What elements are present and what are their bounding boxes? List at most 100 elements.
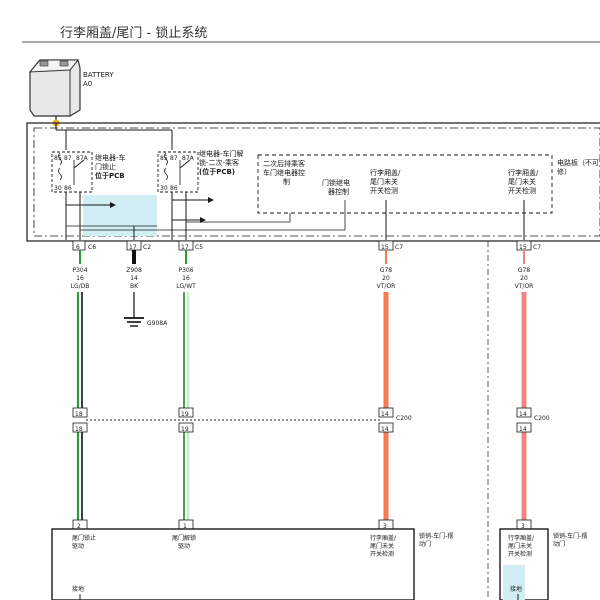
inline-pin (72, 407, 88, 418)
control-label: 尾门未关 (508, 177, 536, 186)
highlight-region (503, 565, 525, 600)
wire-gauge: 20 (382, 275, 390, 282)
control-label: 器控制 (328, 187, 349, 196)
ground-text: 接地 (72, 585, 84, 593)
component-pin-number: 2 (77, 523, 81, 530)
ground-icon (124, 317, 144, 327)
battery-icon (28, 59, 81, 117)
ground-text: 接地 (510, 585, 522, 593)
component-name: 动门 (419, 540, 431, 548)
component-pin-number: 3 (383, 523, 387, 530)
wire-circuit: P306 (178, 267, 193, 274)
connector-pin-number: 15 (381, 244, 389, 251)
relay2-pin: 87 (170, 155, 178, 162)
connector-id: C6 (88, 244, 96, 251)
control-label: 二次后排乘客 (263, 159, 305, 168)
component-function: 行李厢盖/ (370, 534, 397, 542)
component-function: 尾门未关 (370, 542, 394, 550)
board-label: 电路板（不可 (557, 158, 599, 167)
wire-gauge: 16 (76, 275, 84, 282)
relay1-pin: 86 (64, 185, 72, 192)
component-name: 锁销-车门-摆 (553, 532, 587, 540)
inline-pin (516, 407, 532, 418)
connector-id: C5 (195, 244, 203, 251)
arrow-icon (200, 217, 206, 223)
wire-gauge: 14 (130, 275, 138, 282)
inline-pin-number: 14 (519, 411, 527, 418)
tailgate-lock-component (51, 528, 415, 600)
relay1-pin: 87 (64, 155, 72, 162)
highlight-region (83, 195, 157, 236)
inline-pin (178, 407, 194, 418)
relay2-label: (位于PCB) (199, 167, 235, 176)
component-function: 驱动 (72, 543, 84, 550)
component-function: 开关检测 (370, 550, 394, 558)
connector-id: C7 (533, 244, 541, 251)
component-function: 行李厢盖/ (508, 534, 535, 542)
control-label: 开关检测 (370, 186, 398, 195)
inline-pin (178, 422, 194, 433)
wire-circuit: P304 (72, 267, 87, 274)
relay2-label: 锁-二次-乘客 (199, 158, 239, 167)
control-box (257, 154, 553, 214)
component-function: 开关检测 (508, 550, 532, 558)
relay1-label: 位于PCB (95, 171, 125, 180)
battery-code: A0 (83, 80, 92, 88)
component-pin-number: 3 (521, 523, 525, 530)
module-frame (26, 122, 600, 242)
connector-pin-number: 15 (519, 244, 527, 251)
connector-id: C7 (395, 244, 403, 251)
wire-circuit: G78 (380, 267, 392, 274)
wire-gauge: 20 (520, 275, 528, 282)
connector-pin-number: 17 (181, 244, 189, 251)
arrow-icon (110, 202, 116, 208)
wire-color: BK (130, 283, 139, 290)
inline-pin (516, 422, 532, 433)
inline-pin (378, 407, 394, 418)
arrow-icon (208, 197, 214, 203)
relay-2 (157, 151, 199, 193)
component-pin-number: 1 (183, 523, 187, 530)
relay1-pin: 87A (76, 155, 89, 162)
inline-pin-number: 19 (181, 411, 189, 418)
relay1-pin: 30 (54, 185, 62, 192)
module-inner-frame (33, 127, 600, 237)
connector-pin-number: 17 (129, 244, 137, 251)
battery-label: BATTERY (83, 71, 114, 79)
relay-1 (51, 151, 93, 193)
inline-pin-number: 18 (75, 426, 83, 433)
relay2-pin: 86 (170, 185, 178, 192)
wire-gauge: 16 (182, 275, 190, 282)
relay1-pin: 85 (54, 155, 62, 162)
inline-pin-number: 14 (381, 426, 389, 433)
wire-circuit: G78 (518, 267, 530, 274)
ground-label: G908A (147, 320, 168, 327)
wire-color: VT/OR (515, 283, 534, 290)
inline-pin (72, 422, 88, 433)
connector-id: C2 (143, 244, 151, 251)
latch-component (499, 528, 549, 600)
inline-connector-id: C200 (534, 415, 550, 422)
inline-connector-id: C200 (396, 415, 412, 422)
relay2-pin: 30 (160, 185, 168, 192)
control-label: 开关检测 (508, 186, 536, 195)
wire-color: LG/DB (71, 283, 90, 290)
component-function: 驱动 (178, 543, 190, 550)
inline-pin-number: 18 (75, 411, 83, 418)
inline-pin-number: 14 (519, 426, 527, 433)
inline-pin (378, 422, 394, 433)
relay2-pin: 87A (182, 155, 195, 162)
control-label: 行李厢盖/ (370, 168, 401, 177)
relay2-pin: 85 (160, 155, 168, 162)
relay1-label: 门锁止 (95, 162, 116, 171)
relay1-label: 继电器-车 (95, 153, 126, 162)
component-function: 尾门锁止 (72, 534, 96, 542)
page-title: 行李厢盖/尾门 - 锁止系统 (60, 25, 207, 41)
control-label: 制 (283, 177, 290, 186)
relay2-label: 继电器-车门解 (199, 149, 244, 158)
wire-color: VT/OR (377, 283, 396, 290)
component-function: 尾门解锁 (172, 534, 196, 542)
board-label: 修） (557, 167, 571, 176)
inline-pin-number: 19 (181, 426, 189, 433)
